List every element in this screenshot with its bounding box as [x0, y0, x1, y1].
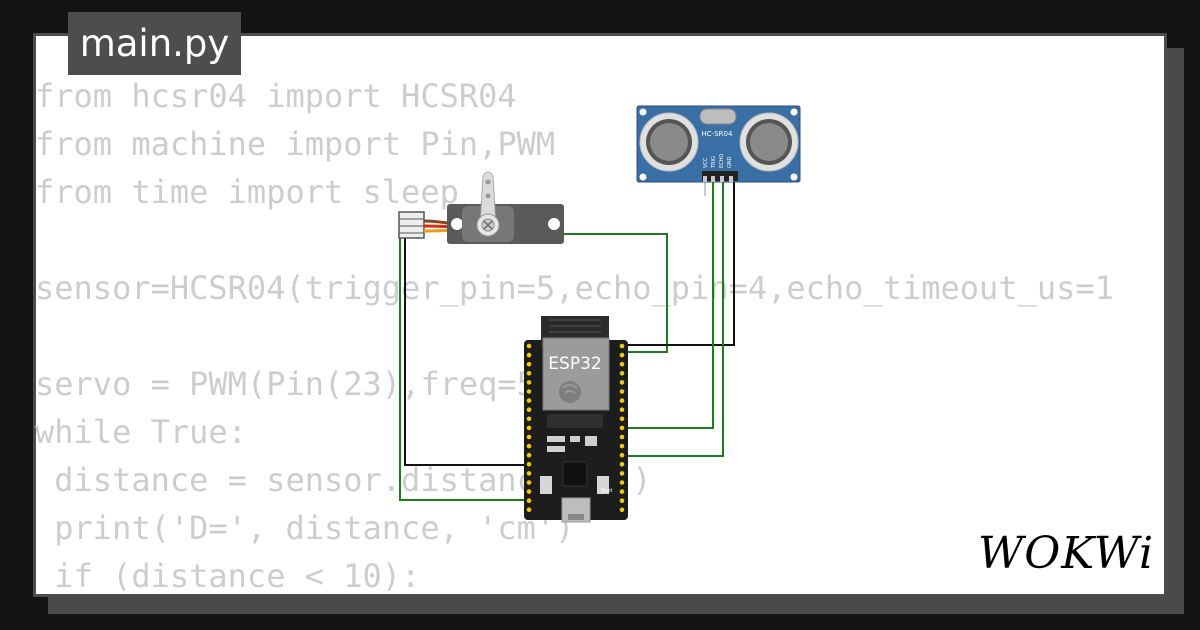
header-pin: [619, 343, 625, 349]
header-pin: [619, 416, 625, 422]
servo-motor[interactable]: [398, 171, 564, 244]
header-pin: [619, 407, 625, 413]
header-pin: [526, 380, 532, 385]
header-pin: [526, 407, 532, 413]
header-pin: [619, 380, 625, 385]
header-pin: [619, 425, 625, 431]
header-pin: [526, 361, 532, 367]
header-pin: [526, 471, 532, 476]
header-pin: [619, 352, 625, 358]
header-pin: [526, 452, 532, 458]
header-pin: [526, 489, 532, 494]
sensor-pin-label: GND: [727, 156, 733, 168]
header-pin: [526, 425, 532, 431]
boot-label: Boot: [601, 488, 613, 494]
header-pin: [526, 371, 532, 376]
wire-servo-ground[interactable]: [404, 230, 530, 466]
right-header-pins: [619, 343, 625, 513]
header-pin: [526, 352, 532, 358]
header-pin: [619, 498, 625, 504]
header-pin: [619, 371, 625, 376]
header-pin: [526, 462, 532, 467]
header-pin: [526, 443, 532, 449]
wire-servo-power[interactable]: [562, 233, 668, 353]
wifi-icon: [559, 381, 581, 403]
header-pin: [526, 416, 532, 422]
file-tab[interactable]: main.py: [68, 12, 241, 75]
wire-sensor-echo[interactable]: [623, 182, 724, 457]
code-line: while True:: [35, 413, 247, 451]
header-pin: [526, 343, 532, 349]
wires: [399, 182, 735, 501]
wire-sensor-gnd[interactable]: [623, 182, 735, 346]
code-line: from machine import Pin,PWM: [35, 125, 556, 163]
wire-sensor-trig[interactable]: [623, 182, 714, 429]
header-pin: [619, 443, 625, 449]
left-header-pins: [526, 343, 532, 513]
header-pin: [619, 389, 625, 394]
code-line: if (distance < 10):: [35, 557, 421, 595]
code-line: from time import sleep: [35, 173, 459, 211]
header-pin: [526, 389, 532, 394]
header-pin: [526, 480, 532, 485]
code-line: sensor=HCSR04(trigger_pin=5,echo_pin=4,e…: [35, 269, 1114, 307]
code-editor[interactable]: from hcsr04 import HCSR04 from machine im…: [35, 72, 1114, 600]
header-pin: [619, 462, 625, 467]
sensor-pin-label: VCC: [703, 157, 709, 168]
header-pin: [619, 361, 625, 367]
header-pin: [526, 398, 532, 403]
ultrasonic-sensor[interactable]: HC-SR04 VCC TRIG ECHO GND: [636, 105, 801, 183]
sensor-label: HC-SR04: [702, 130, 733, 138]
sensor-pin-label: TRIG: [711, 156, 717, 169]
code-line: from hcsr04 import HCSR04: [35, 77, 517, 115]
sensor-pin-label: ECHO: [719, 154, 725, 168]
wokwi-logo: WOKWi: [978, 528, 1155, 579]
code-line: print('D=', distance, 'cm'): [35, 509, 575, 547]
header-pin: [619, 398, 625, 403]
header-pin: [619, 489, 625, 494]
code-line: servo = PWM(Pin(23),freq=50): [35, 365, 575, 403]
header-pin: [619, 471, 625, 476]
header-pin: [619, 452, 625, 458]
header-pin: [619, 434, 625, 440]
header-pin: [526, 507, 532, 513]
wire-servo-signal[interactable]: [399, 225, 530, 501]
header-pin: [526, 434, 532, 440]
esp32-board[interactable]: ESP32 Boot: [524, 316, 628, 523]
header-pin: [619, 480, 625, 485]
board-label: ESP32: [548, 354, 601, 374]
header-pin: [526, 498, 532, 504]
header-pin: [619, 507, 625, 513]
